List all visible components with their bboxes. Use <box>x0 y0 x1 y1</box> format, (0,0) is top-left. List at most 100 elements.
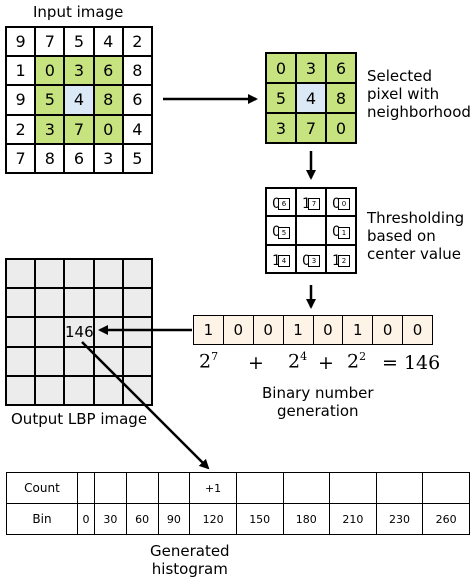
input-cell: 3 <box>64 56 94 86</box>
output-cell <box>122 375 152 405</box>
bit-weight-index: 2 <box>338 255 350 267</box>
output-cell <box>35 317 65 347</box>
input-cell: 9 <box>6 27 36 57</box>
input-cell: 9 <box>6 85 36 115</box>
input-image-label: Input image <box>33 3 124 21</box>
output-cell <box>35 259 65 289</box>
formula-plus-1: + <box>248 352 264 374</box>
histogram-bin-cell: 210 <box>329 503 377 535</box>
input-cell: 2 <box>6 114 36 144</box>
input-cell: 0 <box>35 56 65 86</box>
input-cell: 8 <box>35 143 65 173</box>
threshold-bit: 1 <box>302 196 311 212</box>
neighborhood-cell: 5 <box>266 83 296 113</box>
binary-digit: 0 <box>254 316 284 344</box>
input-cell: 5 <box>122 143 152 173</box>
threshold-bit: 1 <box>332 252 341 269</box>
bit-weight-index: 0 <box>338 198 350 211</box>
output-cell <box>6 288 36 318</box>
formula-plus-2: + <box>318 352 334 374</box>
arrow-to-histogram <box>81 341 210 470</box>
threshold-bit: 0 <box>272 224 281 241</box>
output-cell <box>35 346 65 376</box>
output-cell <box>64 375 94 405</box>
output-cell <box>35 288 65 318</box>
output-cell <box>6 317 36 347</box>
input-cell: 3 <box>35 114 65 144</box>
output-cell <box>6 346 36 376</box>
bit-weight-index: 6 <box>278 198 290 211</box>
output-cell <box>6 375 36 405</box>
neighborhood-cell: 7 <box>296 113 326 143</box>
histogram-count-cell: +1 <box>189 472 237 504</box>
neighborhood-cell: 3 <box>266 113 296 143</box>
binary-digit: 0 <box>373 316 404 344</box>
output-cell <box>64 288 94 318</box>
output-cell <box>64 259 94 289</box>
count-header: Count <box>6 472 78 504</box>
neighborhood-cell: 8 <box>326 83 356 113</box>
histogram-bin-cell: 30 <box>93 503 127 535</box>
output-cell <box>93 346 123 376</box>
input-cell: 8 <box>122 56 152 86</box>
output-cell <box>35 375 65 405</box>
threshold-bit: 0 <box>332 196 341 212</box>
neighborhood-cell: 0 <box>326 113 356 143</box>
histogram-count-row: Count +1 <box>6 472 470 504</box>
output-cell <box>122 288 152 318</box>
bit-weight-index: 7 <box>308 198 320 211</box>
histogram-bin-cell: 260 <box>422 503 470 535</box>
threshold-bit: 1 <box>272 252 281 269</box>
histogram-count-cell <box>375 472 424 504</box>
output-lbp-grid <box>5 258 153 406</box>
input-cell: 8 <box>93 85 123 115</box>
input-cell: 5 <box>64 27 94 57</box>
neighborhood-cell: 3 <box>296 53 326 83</box>
histogram-bin-cell: 120 <box>189 503 237 535</box>
output-cell <box>122 259 152 289</box>
binary-digit: 1 <box>194 316 224 344</box>
histogram-bin-cell: 230 <box>375 503 424 535</box>
binary-digit: 1 <box>284 316 314 344</box>
threshold-cell <box>296 216 326 245</box>
histogram-count-cell <box>422 472 470 504</box>
input-cell: 7 <box>64 114 94 144</box>
histogram-bin-cell: 180 <box>282 503 331 535</box>
binary-digit: 0 <box>412 321 423 339</box>
bit-weight-index: 1 <box>338 226 350 239</box>
output-cell <box>93 288 123 318</box>
histogram-bin-cell: 90 <box>157 503 191 535</box>
threshold-bit: 0 <box>332 224 341 241</box>
input-cell: 4 <box>122 114 152 144</box>
input-cell: 3 <box>93 143 123 173</box>
output-value: 146 <box>65 323 94 341</box>
output-cell <box>93 317 123 347</box>
neighborhood-cell: 6 <box>326 53 356 83</box>
formula-term-1: 27 <box>199 350 219 373</box>
output-lbp-label: Output LBP image <box>11 410 148 428</box>
bit-weight-index: 5 <box>278 226 290 239</box>
input-cell: 6 <box>64 143 94 173</box>
input-cell: 6 <box>122 85 152 115</box>
bit-weight-index: 4 <box>278 255 290 267</box>
binary-digit: 0 <box>224 316 254 344</box>
threshold-bit: 0 <box>302 252 311 269</box>
output-cell <box>122 317 152 347</box>
input-cell: 6 <box>93 56 123 86</box>
input-cell: 1 <box>6 56 36 86</box>
output-cell <box>64 317 94 347</box>
